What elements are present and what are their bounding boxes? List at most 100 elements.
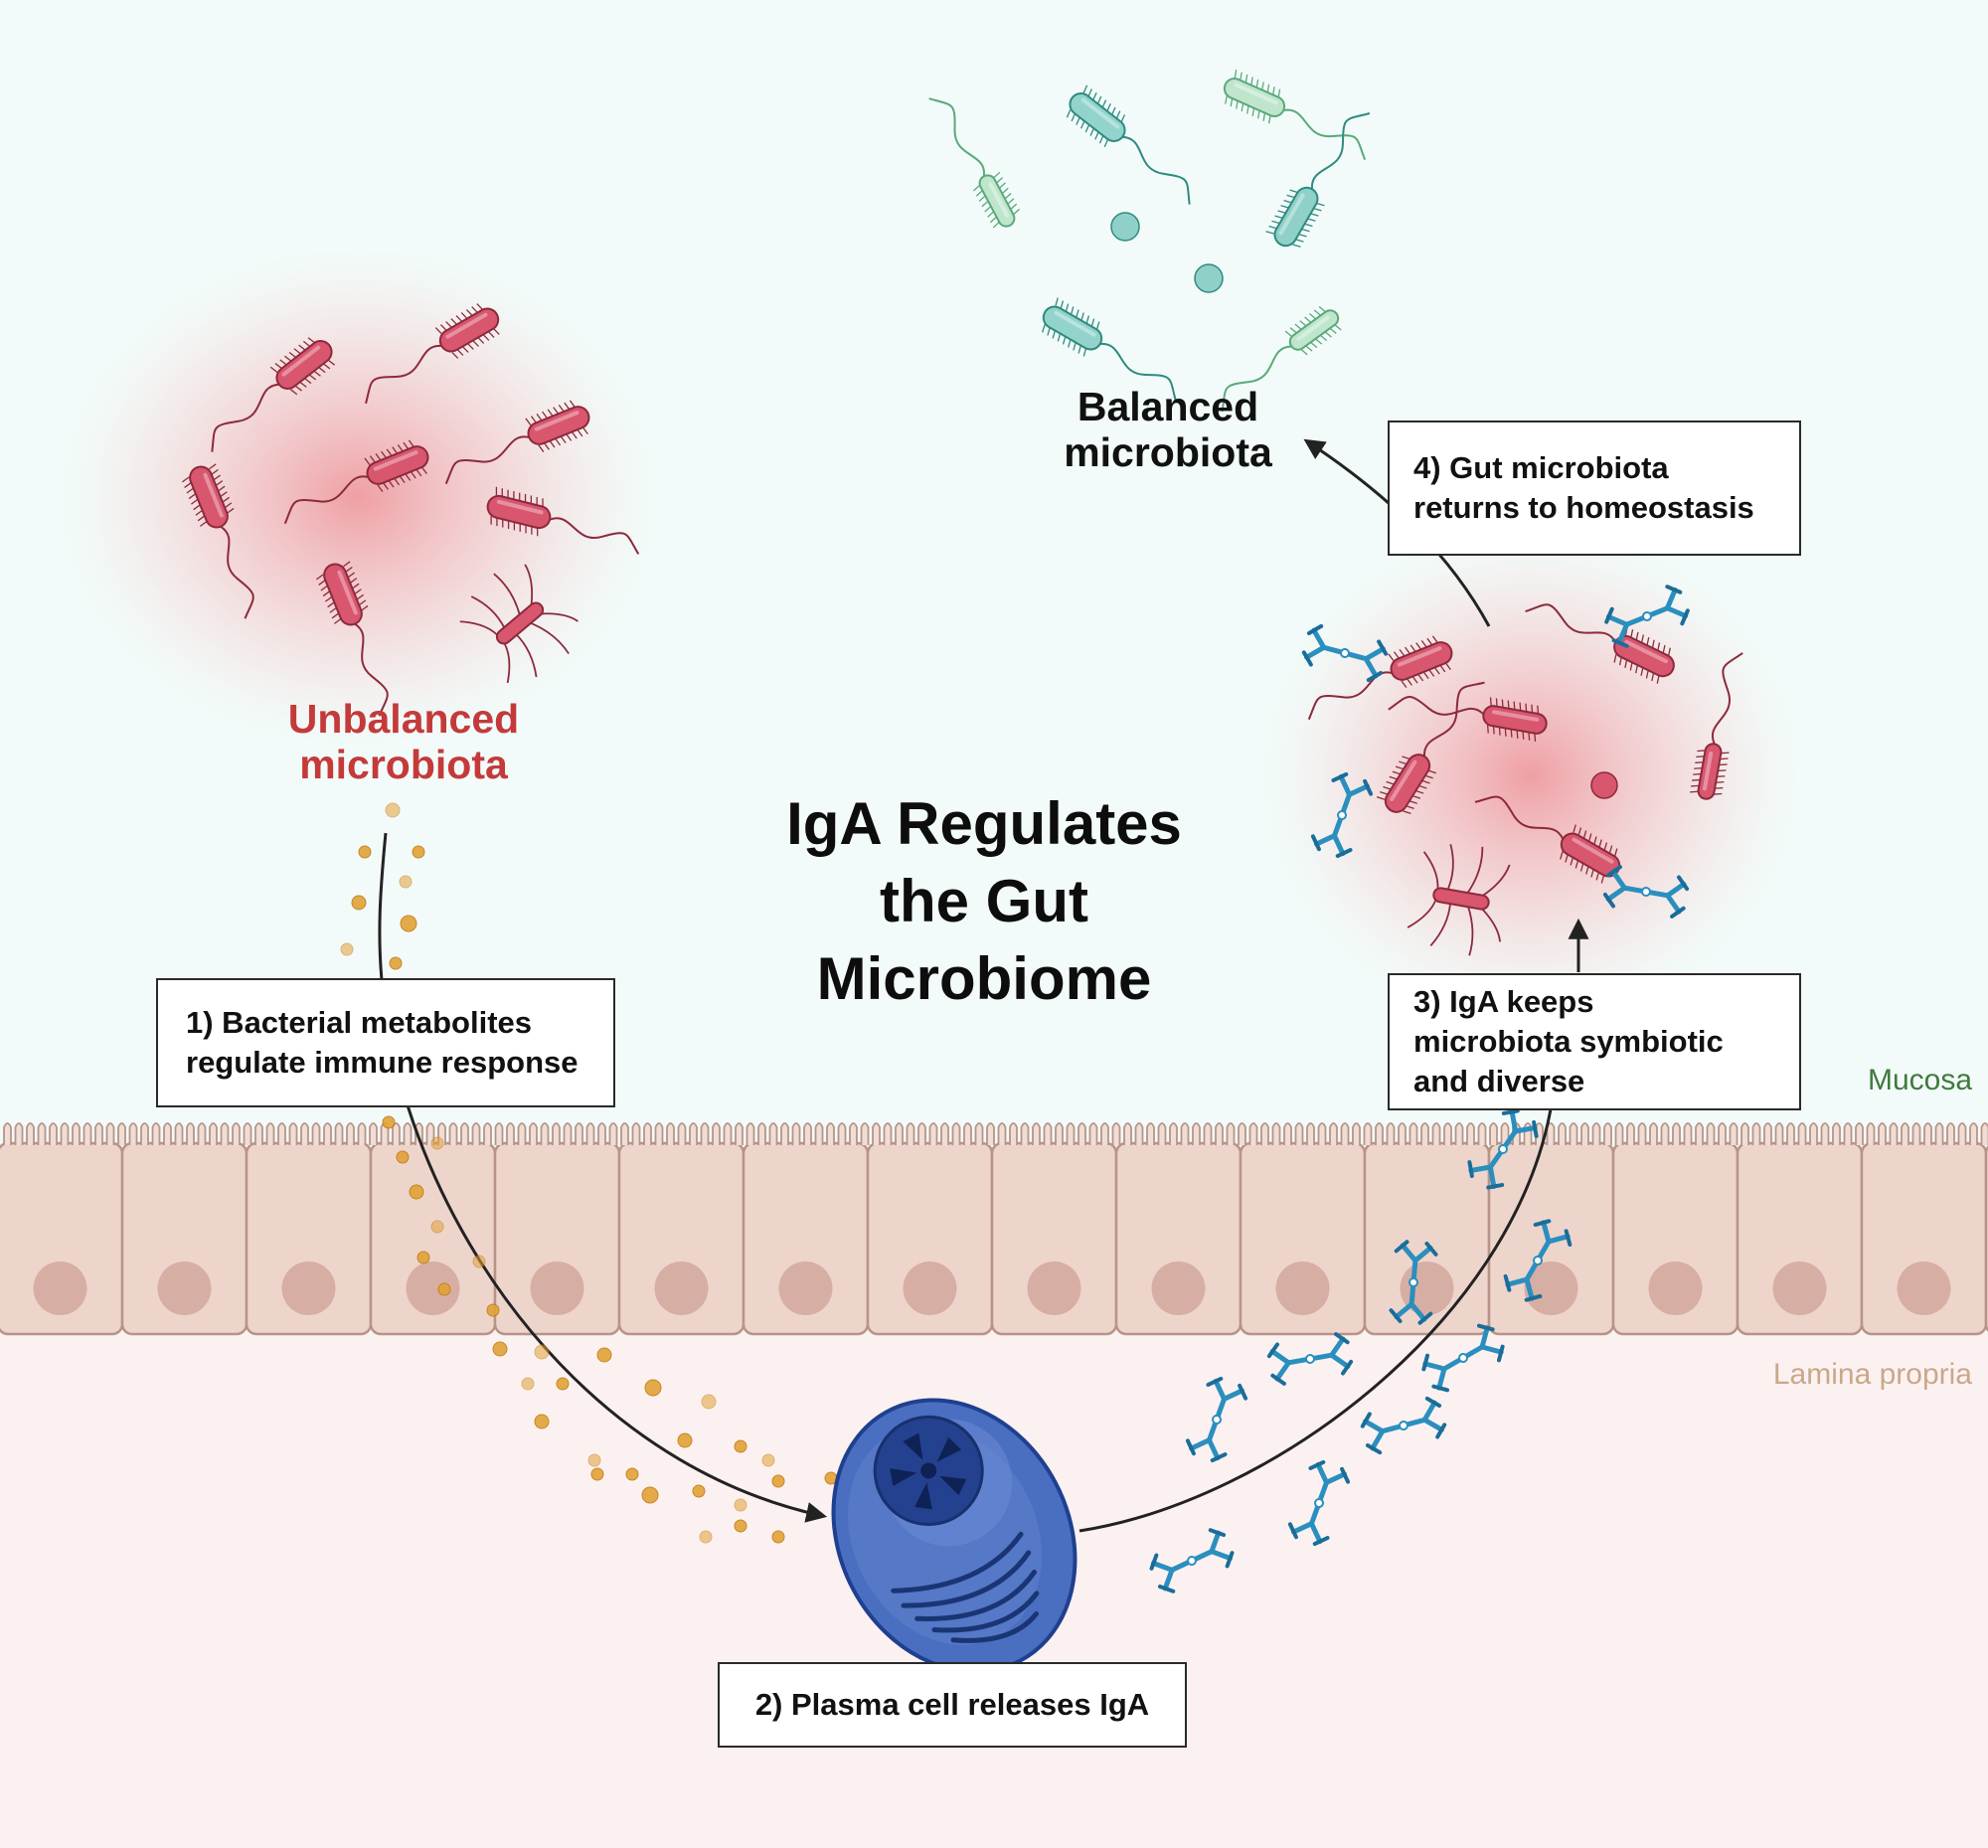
- metabolite-dot: [701, 1394, 717, 1410]
- metabolite-dot: [771, 1530, 785, 1544]
- metabolite-dot: [625, 1467, 639, 1481]
- iga-antibody: [1149, 1528, 1235, 1594]
- epithelial-cell: [120, 1141, 248, 1336]
- bacterium: [365, 303, 500, 405]
- iga-antibody: [1360, 1396, 1447, 1455]
- lamina-propria-label: Lamina propria: [1772, 1358, 1972, 1391]
- coated-glow: [1262, 527, 1799, 1024]
- epithelial-cell: [1736, 1141, 1864, 1336]
- bacterium: [1265, 112, 1371, 248]
- metabolite-dot: [351, 895, 367, 911]
- diagram-title: IgA Regulates the Gut Microbiome: [786, 790, 1182, 1012]
- step-4-text: 4) Gut microbiota returns to homeostasis: [1413, 450, 1754, 525]
- metabolite-dot: [641, 1486, 659, 1504]
- balanced-microbiota-label: Balanced microbiota: [1064, 384, 1272, 475]
- bacterium: [1388, 696, 1548, 742]
- metabolite-dot: [534, 1414, 550, 1429]
- bacterium: [1221, 305, 1342, 413]
- iga-antibody: [1467, 1108, 1539, 1190]
- coccus: [1590, 771, 1618, 799]
- metabolite-dot: [472, 1255, 486, 1268]
- unbalanced-microbiota-label: Unbalanced microbiota: [287, 696, 520, 787]
- bacterium: [182, 463, 254, 619]
- epithelial-cell: [1860, 1141, 1988, 1336]
- step-4-box: 4) Gut microbiota returns to homeostasis: [1388, 420, 1801, 556]
- coccus: [1110, 212, 1140, 242]
- bacterium: [211, 337, 336, 452]
- iga-antibody: [1421, 1323, 1505, 1393]
- epithelial-cell: [245, 1141, 373, 1336]
- metabolite-dot: [534, 1344, 550, 1360]
- iga-antibody: [1301, 623, 1389, 683]
- metabolite-dot: [734, 1498, 747, 1512]
- mucosa-label: Mucosa: [1867, 1064, 1972, 1096]
- bacterium: [928, 97, 1021, 229]
- arrow-2-to-3: [1078, 1108, 1553, 1533]
- step-2-box: 2) Plasma cell releases IgA: [718, 1662, 1187, 1748]
- metabolite-dot: [437, 1282, 451, 1296]
- bacterium: [1690, 652, 1743, 800]
- epithelial-cell: [1611, 1141, 1740, 1336]
- arrow-1-line: [378, 832, 388, 981]
- metabolite-dot: [492, 1341, 508, 1357]
- metabolite-dot: [761, 1453, 775, 1467]
- metabolite-dot: [382, 1115, 396, 1129]
- metabolite-dot: [358, 845, 372, 859]
- metabolite-particles: [340, 802, 838, 1544]
- metabolite-dot: [389, 956, 403, 970]
- epithelial-cell: [866, 1141, 994, 1336]
- metabolite-dot: [692, 1484, 706, 1498]
- metabolite-dot: [590, 1467, 604, 1481]
- epithelial-cell: [1239, 1141, 1367, 1336]
- iga-antibody: [1503, 1219, 1573, 1302]
- iga-antibody: [1389, 1240, 1438, 1325]
- epithelial-cell: [493, 1141, 621, 1336]
- unbalanced-glow: [60, 249, 656, 746]
- bacterium: [1066, 84, 1191, 205]
- iga-antibody: [1604, 585, 1690, 648]
- step-2-text: 2) Plasma cell releases IgA: [754, 1687, 1150, 1722]
- bacterium: [1307, 635, 1453, 721]
- bacterium: [459, 564, 579, 684]
- iga-antibody: [1310, 771, 1374, 859]
- bacterium: [444, 400, 590, 485]
- metabolite-dot: [644, 1379, 662, 1397]
- epithelial-cell: [990, 1141, 1118, 1336]
- epithelial-cell: [0, 1141, 124, 1336]
- microvilli: [3, 1122, 1988, 1145]
- step-1-box: 1) Bacterial metabolites regulate immune…: [156, 978, 615, 1107]
- metabolite-dot: [677, 1432, 693, 1448]
- epithelial-cell: [617, 1141, 746, 1336]
- metabolite-dot: [521, 1377, 535, 1391]
- step-3-box: 3) IgA keeps microbiota symbiotic and di…: [1388, 973, 1801, 1110]
- metabolite-dot: [412, 845, 425, 859]
- bacterium: [283, 439, 429, 525]
- step-3-text: 3) IgA keeps microbiota symbiotic and di…: [1413, 984, 1724, 1098]
- bacterium: [316, 561, 389, 717]
- iga-antibodies: [1149, 585, 1690, 1594]
- bacterium: [486, 486, 640, 555]
- bacterium: [1042, 297, 1177, 403]
- metabolite-dot: [699, 1530, 713, 1544]
- step-1-text: 1) Bacterial metabolites regulate immune…: [186, 1005, 579, 1080]
- epithelial-cell: [1114, 1141, 1242, 1336]
- bacterium: [1407, 844, 1511, 956]
- metabolite-dot: [430, 1220, 444, 1234]
- epithelial-layer: [0, 1122, 1988, 1336]
- metabolite-dot: [556, 1377, 570, 1391]
- metabolite-dot: [409, 1184, 424, 1200]
- metabolite-dot: [340, 942, 354, 956]
- metabolite-dot: [385, 802, 401, 818]
- metabolite-dot: [400, 915, 417, 932]
- metabolite-dot: [596, 1347, 612, 1363]
- arrow-1-to-2: [406, 1104, 828, 1523]
- bacterium: [1525, 603, 1675, 684]
- metabolite-dot: [734, 1439, 747, 1453]
- bacterium: [1474, 795, 1621, 884]
- metabolite-dot: [734, 1519, 747, 1533]
- metabolite-dot: [587, 1453, 601, 1467]
- iga-antibody: [1185, 1376, 1248, 1463]
- metabolite-dot: [430, 1136, 444, 1150]
